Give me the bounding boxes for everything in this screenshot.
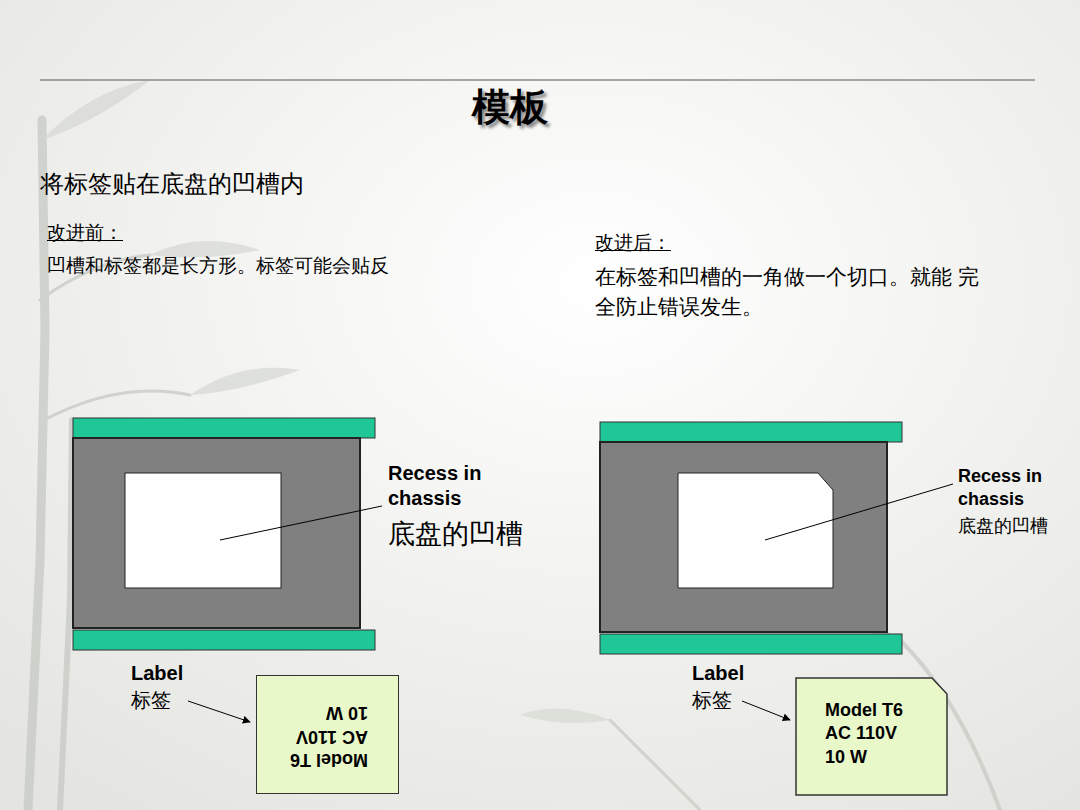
label-text: AC 110V	[287, 724, 368, 747]
part-name: Recess in chassis	[388, 461, 518, 511]
part-name: Label	[131, 661, 211, 685]
label-text: 10 W	[287, 701, 368, 724]
part-name: 标签	[131, 688, 211, 712]
chassis-rail	[73, 418, 375, 438]
part-name: 标签	[692, 688, 772, 712]
bamboo-painting	[28, 120, 1000, 810]
heading: 将标签贴在底盘的凹槽内	[40, 170, 460, 199]
slide-title: 模板	[440, 82, 580, 133]
label-sticker: Model T6AC 110V10 W	[256, 675, 399, 794]
label-text: Model T6	[287, 748, 368, 771]
label-content: Model T6AC 110V10 W	[257, 676, 398, 793]
chassis-rail	[600, 634, 902, 654]
part-name: Recess in chassis	[958, 465, 1070, 510]
leader-line	[765, 484, 953, 540]
chassis	[73, 438, 360, 628]
section-label: 改进后：	[595, 232, 715, 255]
pointer-arrow	[742, 701, 790, 720]
note-text: 凹槽和标签都是长方形。标签可能会贴反	[47, 255, 517, 278]
chassis	[600, 442, 887, 632]
part-name: 底盘的凹槽	[388, 518, 558, 550]
label-text: Model T6	[825, 699, 918, 722]
notched-label: Model T6AC 110V10 W	[795, 677, 948, 796]
label-content: Model T6AC 110V10 W	[795, 677, 948, 796]
part-name: 底盘的凹槽	[958, 516, 1070, 538]
chassis-rail	[73, 630, 375, 650]
note-text: 在标签和凹槽的一角做一个切口。就能 完全防止错误发生。	[595, 262, 990, 323]
chassis-recess	[125, 473, 281, 588]
pointer-arrow	[188, 701, 250, 722]
section-label: 改进前：	[47, 222, 167, 245]
label-outline	[796, 678, 947, 795]
label-text: AC 110V	[825, 722, 918, 745]
chassis-rail	[600, 422, 902, 442]
notched-recess	[678, 473, 833, 588]
title-rule	[40, 79, 1035, 81]
part-name: Label	[692, 661, 772, 685]
leader-line	[220, 506, 382, 540]
label-text: 10 W	[825, 746, 918, 769]
